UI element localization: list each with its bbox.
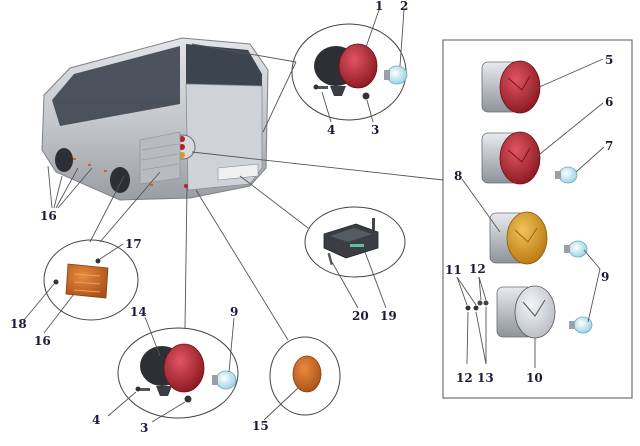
leader-line (475, 311, 487, 365)
leader-line (89, 175, 125, 243)
callout-4: 4 (327, 123, 335, 137)
bulb-icon (384, 65, 408, 85)
callout-17: 17 (125, 237, 142, 251)
bulb-icon (555, 166, 578, 184)
tail-lamp-assembly-bottom (140, 343, 205, 396)
leader-line (43, 293, 75, 334)
callout-9: 9 (230, 305, 238, 319)
nut-icon (362, 92, 370, 100)
nut-icon (184, 395, 192, 403)
leader-line (461, 178, 501, 233)
callout-9: 9 (601, 270, 609, 284)
callout-11: 11 (445, 263, 462, 277)
leader-line (263, 387, 299, 421)
callout-16: 16 (34, 334, 51, 348)
callout-5: 5 (605, 53, 613, 67)
callout-12: 12 (456, 371, 473, 385)
callout-16: 16 (40, 209, 57, 223)
lamp-5-red (481, 60, 541, 114)
leader-line (99, 243, 124, 260)
bulb-icon (564, 240, 588, 258)
leader-line (456, 276, 477, 306)
leader-line (191, 151, 444, 181)
leader-line (195, 189, 289, 341)
reflector-orange (292, 355, 322, 393)
screw-icon (327, 252, 334, 266)
leader-line (23, 283, 55, 321)
marker-lamp-orange (65, 263, 109, 299)
leader-line (456, 276, 468, 306)
leader-line (239, 175, 309, 229)
callout-3: 3 (371, 123, 379, 137)
callout-10: 10 (526, 371, 543, 385)
callout-13: 13 (477, 371, 494, 385)
screw-set-icon (465, 300, 489, 311)
lamp-10-clear (496, 285, 556, 339)
leader-line (575, 146, 605, 173)
callout-8: 8 (454, 169, 462, 183)
leader-line (478, 276, 482, 301)
lamp-8-amber (489, 211, 548, 265)
leader-line (466, 311, 469, 365)
callout-12: 12 (469, 262, 486, 276)
leader-line (107, 391, 137, 417)
leader-line (364, 9, 380, 51)
leader-line (583, 249, 601, 270)
leader-line (321, 91, 332, 123)
leader-line (331, 261, 359, 309)
leader-line (57, 167, 93, 209)
leader-line (184, 187, 188, 329)
leader-line (99, 171, 161, 243)
leader-line (151, 401, 186, 423)
bulb-icon (569, 316, 593, 334)
callout-4: 4 (92, 413, 100, 427)
leader-line (47, 165, 53, 209)
callout-7: 7 (605, 139, 613, 153)
bulb-icon (212, 370, 237, 390)
callout-14: 14 (130, 305, 147, 319)
leader-line (534, 102, 604, 159)
screw-icon (313, 84, 328, 90)
leader-line (366, 99, 374, 123)
screw-icon (135, 386, 150, 392)
leader-line (399, 9, 405, 67)
callout-15: 15 (252, 419, 269, 433)
callout-1: 1 (375, 0, 383, 13)
callout-20: 20 (352, 309, 369, 323)
leader-line (527, 58, 604, 93)
licence-plate-lamp (323, 218, 379, 259)
leader-line (262, 61, 297, 133)
callout-19: 19 (380, 309, 397, 323)
leader-line (478, 276, 487, 301)
lamp-6-red (481, 131, 541, 185)
leader-line (364, 251, 387, 309)
callout-6: 6 (605, 95, 613, 109)
screw-icon (53, 258, 101, 285)
callout-3: 3 (140, 421, 148, 435)
leader-line (587, 268, 601, 323)
leader-line (55, 167, 79, 209)
callout-2: 2 (400, 0, 408, 13)
leader-line (191, 43, 297, 63)
bus-illustration (41, 37, 269, 201)
leader-line (53, 175, 63, 209)
tail-lamp-assembly-top (314, 43, 378, 96)
leader-line (144, 316, 161, 357)
leader-line (228, 317, 235, 373)
callout-18: 18 (10, 317, 27, 331)
